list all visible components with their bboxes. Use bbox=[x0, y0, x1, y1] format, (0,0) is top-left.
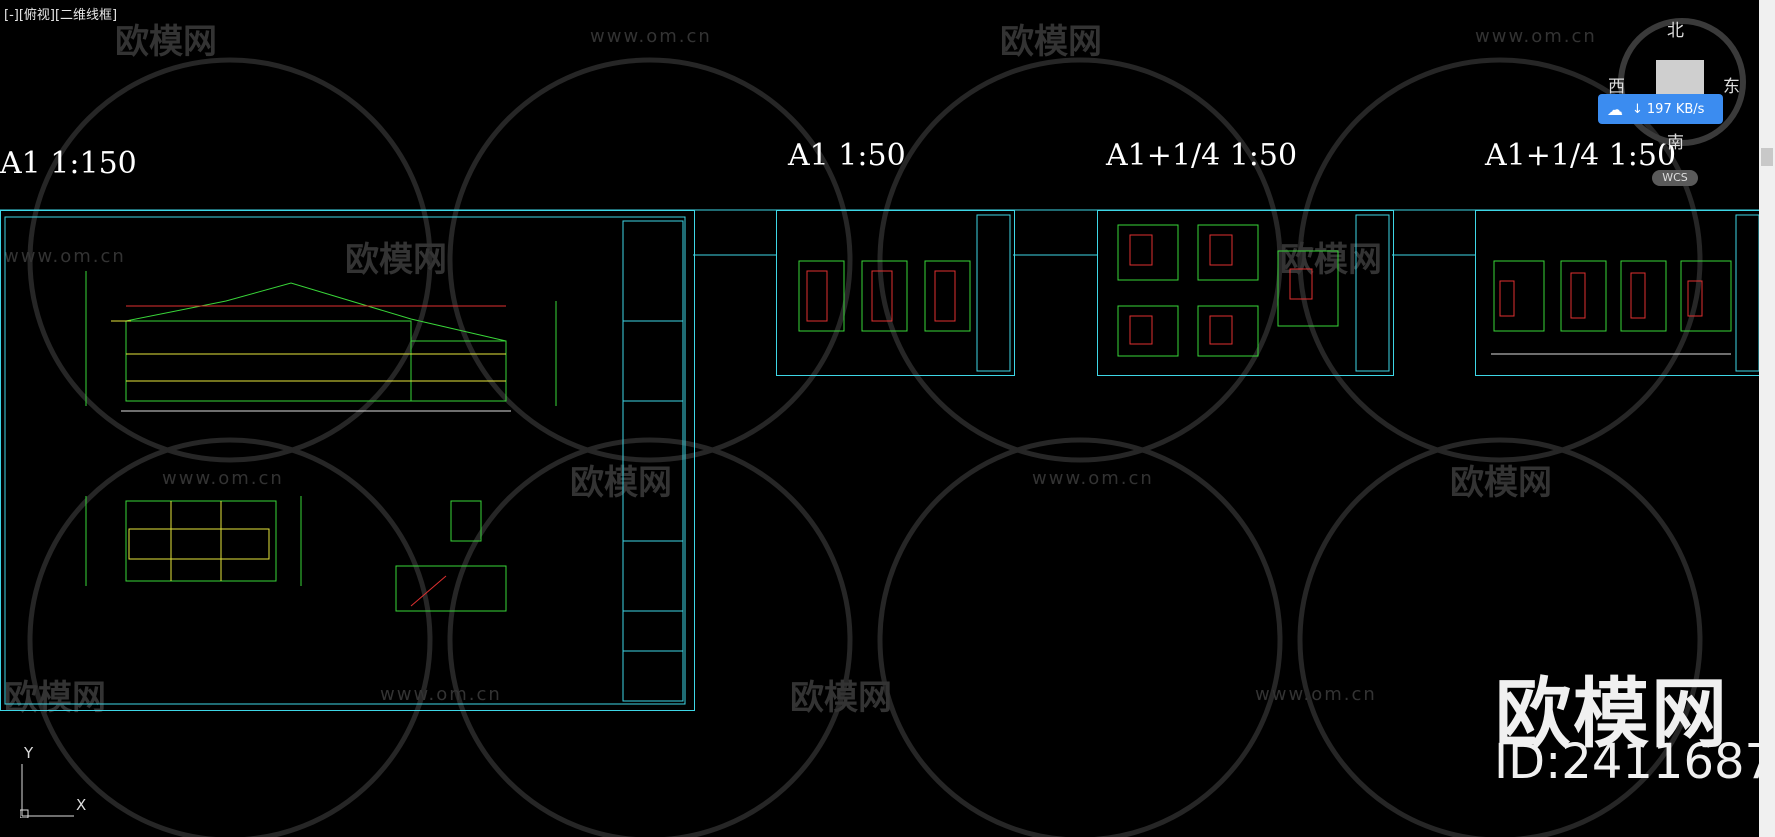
watermark-logo: 欧模网 bbox=[345, 240, 447, 280]
watermark-logo: 欧模网 bbox=[790, 678, 892, 718]
viewport-label[interactable]: [-][俯视][二维线框] bbox=[4, 8, 118, 23]
compass-north[interactable]: 北 bbox=[1667, 21, 1684, 41]
ucs-icon: Y X bbox=[19, 744, 100, 822]
brand-id: ID:2411687 bbox=[1494, 734, 1775, 790]
brand-name: 欧模网 bbox=[1495, 669, 1729, 758]
ucs-y-label: Y bbox=[24, 744, 34, 762]
drawing-sheet-2[interactable] bbox=[776, 210, 1015, 376]
download-speed: 197 KB/s bbox=[1646, 101, 1705, 117]
sheet-4-drawing bbox=[1491, 214, 1759, 372]
watermark-logo: 欧模网 bbox=[1450, 463, 1552, 503]
drawing-sheet-3[interactable] bbox=[1097, 210, 1394, 376]
compass-east[interactable]: 东 bbox=[1723, 77, 1740, 97]
download-speed-widget[interactable]: ☁ ↓ 197 KB/s bbox=[1598, 94, 1723, 124]
scrollbar-thumb[interactable] bbox=[1761, 148, 1773, 166]
compass-south[interactable]: 南 bbox=[1667, 133, 1684, 153]
drawing-sheet-1[interactable] bbox=[0, 210, 695, 711]
ucs-x-label: X bbox=[76, 796, 87, 814]
watermark-url: www.om.cn bbox=[4, 246, 126, 267]
sheet-1-drawing bbox=[4, 216, 686, 705]
scale-label: A1 1:50 bbox=[788, 138, 906, 173]
watermark-logo: 欧模网 bbox=[4, 678, 106, 718]
watermark-url: www.om.cn bbox=[1255, 684, 1377, 705]
drawing-sheet-4[interactable] bbox=[1475, 210, 1760, 376]
watermark-logo: 欧模网 bbox=[115, 22, 217, 62]
watermark-url: www.om.cn bbox=[1475, 26, 1597, 47]
watermark-logo: 欧模网 bbox=[1000, 22, 1102, 62]
cloud-icon: ☁ bbox=[1607, 99, 1623, 119]
compass-west[interactable]: 西 bbox=[1608, 77, 1625, 97]
watermark-url: www.om.cn bbox=[162, 468, 284, 489]
sheet-2-drawing bbox=[798, 214, 1011, 372]
watermark-url: www.om.cn bbox=[380, 684, 502, 705]
sheet-3-drawing bbox=[1117, 214, 1390, 372]
watermark-url: www.om.cn bbox=[1032, 468, 1154, 489]
watermark-logo: 欧模网 bbox=[570, 463, 672, 503]
wcs-button[interactable]: WCS bbox=[1652, 170, 1698, 186]
watermark-logo: 欧模网 bbox=[1280, 240, 1382, 280]
watermark-url: www.om.cn bbox=[590, 26, 712, 47]
download-arrow-icon: ↓ bbox=[1632, 101, 1643, 117]
vertical-scrollbar[interactable] bbox=[1759, 0, 1775, 837]
scale-label: A1+1/4 1:50 bbox=[1106, 138, 1298, 173]
scale-label: A1 1:150 bbox=[0, 146, 137, 181]
scale-label: A1+1/4 1:50 bbox=[1485, 138, 1677, 173]
